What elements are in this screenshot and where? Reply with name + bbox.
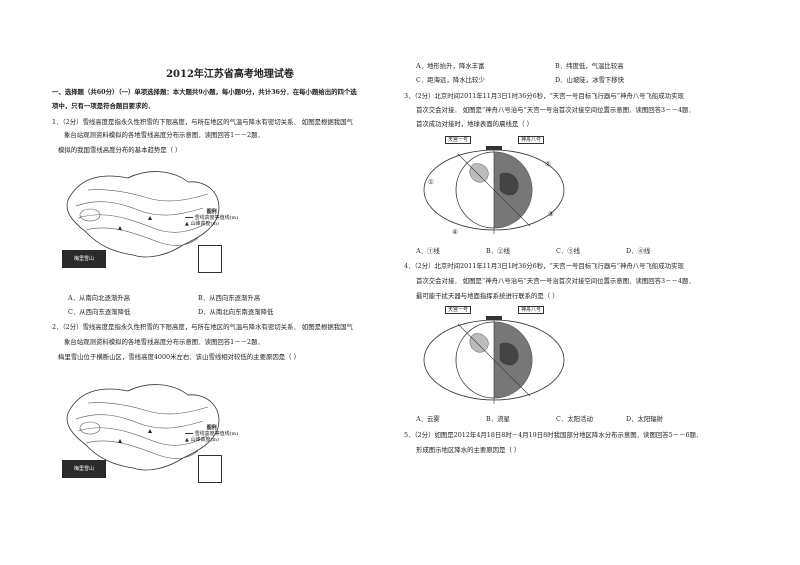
peak-icon: ▲ xyxy=(185,221,189,227)
q1-option-d[interactable]: D．从南北向东南逐渐降低 xyxy=(198,308,274,316)
peak-icon: ▲ xyxy=(185,437,189,443)
q4-option-a[interactable]: A．云雾 xyxy=(416,415,440,423)
q2-stem-line1: 2．（2分）雪线高度是指永久性积雪的下限高度，与所在地区的气温与降水有密切关系．… xyxy=(52,323,353,331)
q4-option-b[interactable]: B．流星 xyxy=(486,415,510,423)
legend-item-peak: ▲ 山峰高度(m) xyxy=(185,221,238,227)
fig1-label-4: ④ xyxy=(452,228,458,236)
meili-photo: 梅里雪山 xyxy=(62,250,106,268)
q2-option-d[interactable]: D．山坡陡，冰雪下移快 xyxy=(555,76,625,84)
q1-option-c[interactable]: C．从西向东逐渐降低 xyxy=(68,308,131,316)
q1-stem-line2: 象台站观测资料模拟的各地雪线高度分布示意图．读图回答1－－2题． xyxy=(64,131,264,139)
q5-stem-line2: 形成图示地区降水的主要原因是（ ） xyxy=(416,446,521,454)
q2-stem-line3: 梅里雪山位于横断山区，雪线高度4000米左右．该山雪线相对较低的主要原因是（ ） xyxy=(58,353,300,361)
fig1-label-3: ③ xyxy=(548,210,554,218)
q3-stem-line1: 3．（2分）北京时间2011年11月3日1时36分6秒，“天宫一号目标飞行器与”… xyxy=(404,92,684,100)
q2-option-b[interactable]: B．纬度低，气温比较高 xyxy=(555,62,624,70)
section-heading: 一、选择题（共60分）（一）单项选择题：本大题共9小题，每小题0分，共计36分．… xyxy=(52,88,357,96)
map-legend: 图例 雪线高度等值线(m) ▲ 山峰高度(m) xyxy=(185,209,238,227)
q4-stem-line3: 最可能干扰天器与地面指挥系统进行联系的是（ ） xyxy=(416,292,559,300)
q4-stem-line2: 首次交会对接． 如图是“神舟八号治与”天宫一号治首次对接空间位置示意图．读图回答… xyxy=(416,277,695,285)
legend-title: 图例 xyxy=(206,209,217,215)
q3-stem-line2: 首次交会对接． 如图是“神舟八号治与”天宫一号治首次对接空间位置示意图．读图回答… xyxy=(416,106,695,114)
earth-orbit-figure-1 xyxy=(423,146,565,234)
legend-2-item-peak-label: 山峰高度(m) xyxy=(190,437,220,443)
q3-stem-line3: 首次成功对接时，地球表面的晨线是（ ） xyxy=(416,120,534,128)
legend-item-peak-label: 山峰高度(m) xyxy=(190,221,220,227)
page-title: 2012年江苏省高考地理试卷 xyxy=(166,69,294,80)
legend-2-item-snowline: 雪线高度等值线(m) xyxy=(185,431,238,437)
q5-stem-line1: 5．（2分）如图是2012年4月18日8时－4月19日8时我国部分地区降水分布示… xyxy=(404,431,703,439)
q2-option-c[interactable]: C．距海远，降水比较少 xyxy=(416,76,485,84)
figure-tag-shenzhou: 神舟八号 xyxy=(518,136,545,144)
q4-option-d[interactable]: D．太阳辐射 xyxy=(626,415,664,423)
q4-option-c[interactable]: C．太阳活动 xyxy=(556,415,593,423)
south-sea-inset-2 xyxy=(198,455,222,483)
q1-option-a[interactable]: A．从南向北逐渐升高 xyxy=(68,294,131,302)
q3-option-d[interactable]: D．④线 xyxy=(626,247,651,255)
figure2-tag-shenzhou: 神舟八号 xyxy=(518,306,545,314)
q3-option-a[interactable]: A．①线 xyxy=(416,247,440,255)
q1-option-b[interactable]: B．从西向东逐渐升高 xyxy=(198,294,261,302)
earth-orbit-figure-2 xyxy=(423,316,565,404)
legend-item-snowline-label: 雪线高度等值线(m) xyxy=(194,215,239,221)
fig1-label-2: ② xyxy=(545,160,551,168)
map-legend-2: 图例 雪线高度等值线(m) ▲ 山峰高度(m) xyxy=(185,425,238,443)
legend-2-title: 图例 xyxy=(206,425,217,431)
legend-2-item-peak: ▲ 山峰高度(m) xyxy=(185,437,238,443)
q2-stem-line2: 象台站观测资料模拟的各地雪线高度分布示意图．读图回答1－－2题． xyxy=(64,338,264,346)
section-heading-cont: 项中，只有一项是符合题目要求的． xyxy=(52,102,155,110)
south-sea-inset xyxy=(198,245,222,273)
q1-stem-line1: 1．（2分）雪线高度是指永久性积雪的下限高度，与所在地区的气温与降水有密切关系．… xyxy=(52,118,353,126)
meili-photo-2: 梅里雪山 xyxy=(62,460,106,478)
legend-2-item-snowline-label: 雪线高度等值线(m) xyxy=(194,431,239,437)
q2-option-a[interactable]: A．地形抬升，降水丰富 xyxy=(416,62,485,70)
q1-stem-line3: 模拟的我国雪线高度分布的基本趋势是（ ） xyxy=(58,146,182,154)
q3-option-c[interactable]: C．③线 xyxy=(556,247,581,255)
figure2-tag-tiangong: 天宫一号 xyxy=(445,306,472,314)
fig1-label-1: ① xyxy=(428,178,434,186)
legend-item-snowline: 雪线高度等值线(m) xyxy=(185,215,238,221)
q3-option-b[interactable]: B．②线 xyxy=(486,247,510,255)
q4-stem-line1: 4．（2分）北京时间2011年11月3日1时36分6秒，“天宫一号目标飞行器与”… xyxy=(404,262,684,270)
figure-tag-tiangong: 天宫一号 xyxy=(445,136,472,144)
